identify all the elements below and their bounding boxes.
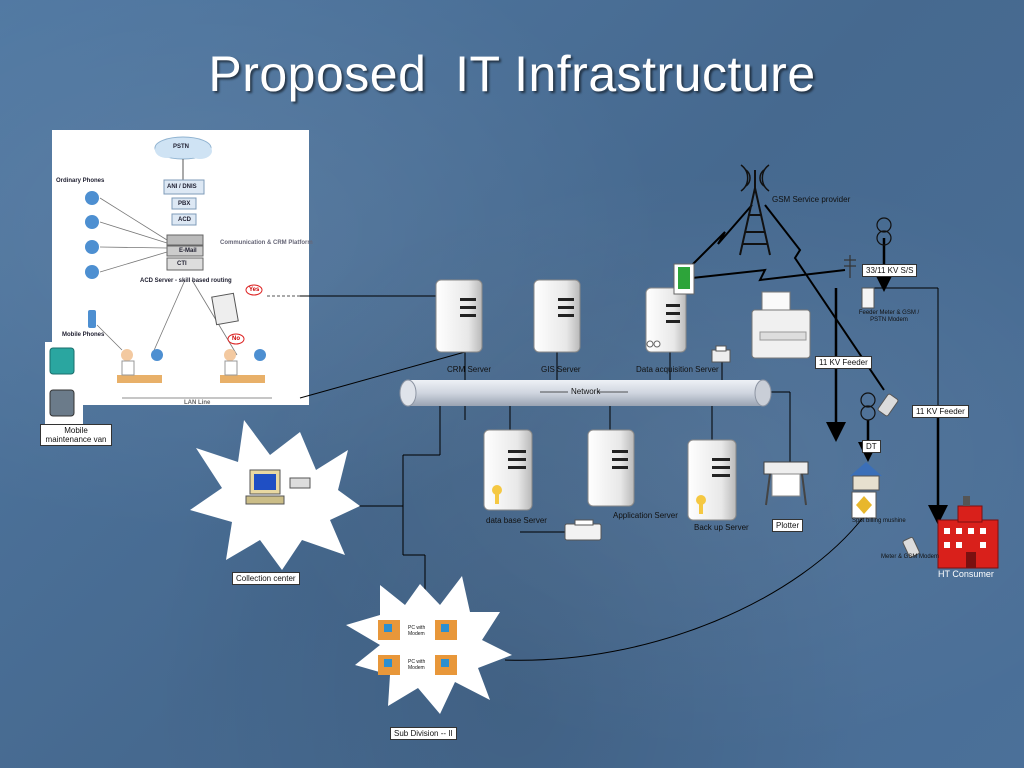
plotter-label: Plotter	[772, 519, 804, 533]
dt-label: DT	[862, 440, 881, 454]
plotter-icon	[763, 461, 809, 506]
gsm-provider-label: GSM Service provider	[772, 195, 851, 204]
gis-server-icon	[533, 279, 581, 353]
acd-server-label: ACD Server - skill based routing	[140, 278, 232, 284]
pc-modem-2-label: PC with Modem	[408, 659, 426, 671]
daq-server-label: Data acquisition Server	[636, 365, 719, 374]
printer-icon	[751, 291, 811, 359]
network-printer-icon	[711, 345, 731, 363]
pbx-box	[171, 197, 197, 210]
collection-center-label: Collection center	[232, 572, 300, 586]
acd-box	[171, 213, 197, 226]
pylon-icon	[844, 255, 856, 278]
network-label: Network	[571, 387, 601, 396]
mobile-phones-label: Mobile Phones	[62, 332, 105, 338]
agent-desk-2	[220, 349, 266, 383]
pstn-label: PSTN	[173, 144, 190, 150]
ht-consumer-building-icon	[937, 496, 999, 569]
agent-desk-1	[117, 349, 163, 383]
mobile-phone-icon	[877, 393, 899, 417]
lan-line-label: LAN Line	[184, 400, 211, 406]
crm-server-icon	[435, 279, 483, 353]
meter-phone-icon	[902, 536, 920, 558]
routing-box	[211, 292, 239, 326]
pstn-cloud-icon	[154, 136, 212, 160]
gsm-modem-icon	[673, 263, 695, 295]
db-server-label: data base Server	[486, 516, 547, 525]
maintenance-van-icon	[45, 342, 83, 426]
collection-center-burst	[190, 420, 360, 570]
meter-gsm-label: Meter & GSM Modem	[881, 554, 940, 560]
slide-title: Proposed IT Infrastructure	[208, 46, 816, 102]
database-server-icon	[483, 429, 533, 511]
feeder-meter-label: Feeder Meter & GSM / PSTN Modem	[858, 310, 920, 323]
data-acquisition-server-icon	[645, 287, 687, 353]
app-server-label: Application Server	[613, 511, 678, 520]
email-label: E-Mail	[179, 248, 197, 254]
kv33-label: 33/11 KV S/S	[862, 264, 918, 278]
ani-dnis-label: ANI / DNIS	[167, 184, 197, 190]
db-printer-icon	[564, 519, 602, 541]
transformer-icon-dt	[860, 392, 876, 421]
ani-dnis-box	[163, 179, 205, 195]
feeder-meter-icon	[861, 287, 875, 309]
yes-label: Yes	[249, 287, 260, 293]
kv11-feeder-b-label: 11 KV Feeder	[912, 405, 969, 419]
yes-badge	[245, 284, 263, 296]
sub-division-label: Sub Division -- II	[390, 727, 457, 741]
mobile-van-label: Mobile maintenance van	[40, 424, 112, 447]
gis-server-label: GIS Server	[541, 365, 581, 374]
transformer-icon-top	[876, 217, 892, 246]
pc-modem-1-label: PC with Modem	[408, 625, 426, 637]
house-icon	[850, 462, 882, 491]
crm-server-label: CRM Server	[447, 365, 492, 374]
kv11-feeder-a-label: 11 KV Feeder	[815, 356, 872, 370]
call-center-diagram	[85, 136, 309, 399]
spot-billing-icon	[851, 491, 877, 519]
cti-box	[166, 257, 204, 271]
spot-billing-label: Spot billing mushine	[852, 518, 906, 524]
backup-server-label: Back up Server	[694, 523, 749, 532]
ht-consumer-label: HT Consumer	[938, 569, 994, 579]
pbx-label: PBX	[178, 201, 191, 207]
gsm-tower-icon	[739, 164, 771, 256]
ordinary-phones-label: Ordinary Phones	[56, 178, 105, 184]
subdivision-burst	[346, 576, 512, 714]
no-badge	[227, 333, 245, 345]
acd-label: ACD	[178, 217, 191, 223]
platform-label: Communication & CRM Platform	[220, 240, 313, 246]
application-server-icon	[587, 429, 635, 507]
call-center-panel: PSTN ANI / DNIS PBX ACD E-Mail CTI Ordin…	[52, 130, 313, 406]
no-label: No	[232, 336, 240, 342]
ordinary-phone-icons	[85, 191, 99, 279]
network-tube	[399, 379, 772, 407]
cti-label: CTI	[177, 261, 187, 267]
mobile-phone-icon	[88, 310, 96, 328]
backup-server-icon	[687, 439, 737, 521]
